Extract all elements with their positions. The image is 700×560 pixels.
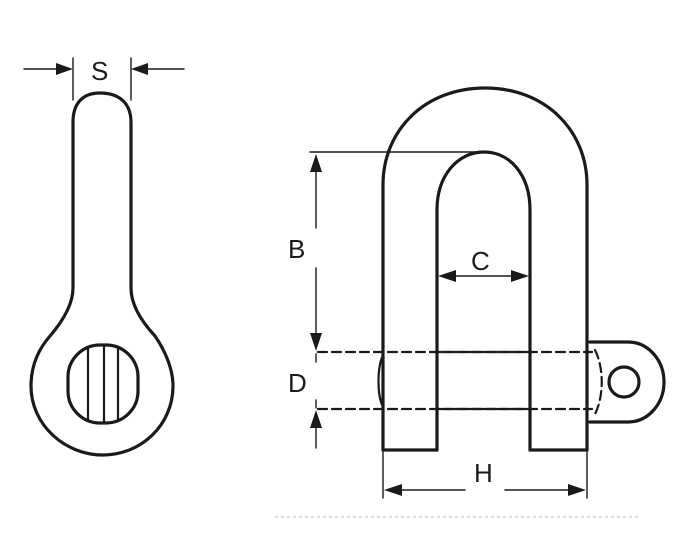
arrow-head bbox=[131, 63, 148, 75]
arrow-head bbox=[384, 484, 402, 496]
arrow-head bbox=[310, 410, 322, 428]
dimension-b: B bbox=[288, 151, 485, 351]
label-b: B bbox=[288, 234, 305, 264]
dimension-d: D bbox=[288, 353, 322, 449]
bow-inner bbox=[435, 150, 532, 452]
pin-head-left bbox=[377, 353, 385, 409]
dimension-h: H bbox=[382, 451, 588, 499]
bow-outer bbox=[381, 86, 589, 452]
side-view-outline bbox=[29, 91, 175, 457]
arrow-head bbox=[438, 270, 456, 282]
arrow-head bbox=[568, 484, 586, 496]
dimension-c: C bbox=[438, 246, 529, 282]
pin-eye-hole bbox=[607, 365, 641, 399]
dimension-s: S bbox=[23, 56, 185, 101]
arrow-head bbox=[310, 333, 322, 351]
arrow-head bbox=[56, 63, 73, 75]
arrow-head bbox=[511, 270, 529, 282]
label-s: S bbox=[91, 56, 108, 86]
label-c: C bbox=[471, 246, 490, 276]
pin-cross-section bbox=[66, 343, 140, 425]
label-h: H bbox=[474, 458, 493, 488]
front-view: B D C H bbox=[288, 86, 666, 499]
label-d: D bbox=[288, 368, 307, 398]
side-view: S bbox=[23, 56, 185, 457]
pin-eye-shoulder bbox=[593, 348, 603, 416]
arrow-head bbox=[310, 154, 322, 172]
pin-eye bbox=[588, 340, 666, 424]
